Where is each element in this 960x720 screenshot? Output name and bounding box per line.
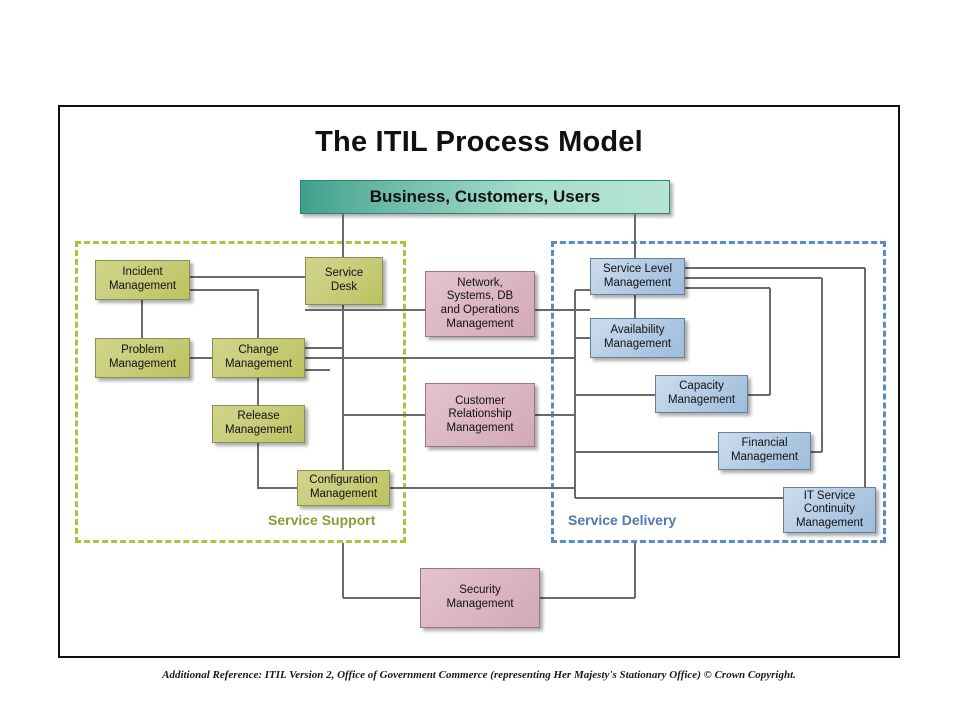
footer-reference: Additional Reference: ITIL Version 2, Of…	[162, 669, 796, 681]
node-problem-management[interactable]: Problem Management	[95, 338, 190, 378]
node-service-desk[interactable]: Service Desk	[305, 257, 383, 305]
node-release-management[interactable]: Release Management	[212, 405, 305, 443]
business-customers-users-banner[interactable]: Business, Customers, Users	[300, 180, 670, 214]
node-financial-management-label: Financial Management	[730, 437, 799, 463]
node-network-systems-db-operations-management-label: Network, Systems, DB and Operations Mana…	[440, 276, 520, 330]
node-incident-management[interactable]: Incident Management	[95, 260, 190, 300]
node-service-level-management[interactable]: Service Level Management	[590, 258, 685, 295]
node-availability-management[interactable]: Availability Management	[590, 318, 685, 358]
node-capacity-management-label: Capacity Management	[667, 380, 736, 406]
node-change-management-label: Change Management	[224, 344, 293, 370]
node-release-management-label: Release Management	[224, 410, 293, 436]
page-title: The ITIL Process Model	[315, 126, 643, 158]
node-it-service-continuity-management-label: IT Service Continuity Management	[795, 489, 864, 529]
node-change-management[interactable]: Change Management	[212, 338, 305, 378]
node-service-level-management-label: Service Level Management	[602, 262, 673, 289]
node-configuration-management[interactable]: Configuration Management	[297, 470, 390, 506]
node-incident-management-label: Incident Management	[108, 266, 177, 292]
node-customer-relationship-management-label: Customer Relationship Management	[446, 394, 514, 434]
service-delivery-label: Service Delivery	[568, 512, 677, 528]
node-financial-management[interactable]: Financial Management	[718, 432, 811, 470]
node-capacity-management[interactable]: Capacity Management	[655, 375, 748, 413]
node-customer-relationship-management[interactable]: Customer Relationship Management	[425, 383, 535, 447]
node-network-systems-db-operations-management[interactable]: Network, Systems, DB and Operations Mana…	[425, 271, 535, 337]
node-service-desk-label: Service Desk	[324, 267, 364, 293]
service-support-label: Service Support	[268, 512, 376, 528]
node-it-service-continuity-management[interactable]: IT Service Continuity Management	[783, 487, 876, 533]
node-configuration-management-label: Configuration Management	[309, 474, 378, 500]
node-availability-management-label: Availability Management	[603, 324, 672, 350]
service-delivery-group	[551, 241, 886, 543]
node-problem-management-label: Problem Management	[108, 344, 177, 370]
node-security-management-label: Security Management	[446, 584, 514, 610]
node-security-management[interactable]: Security Management	[420, 568, 540, 628]
service-support-group	[75, 241, 406, 543]
